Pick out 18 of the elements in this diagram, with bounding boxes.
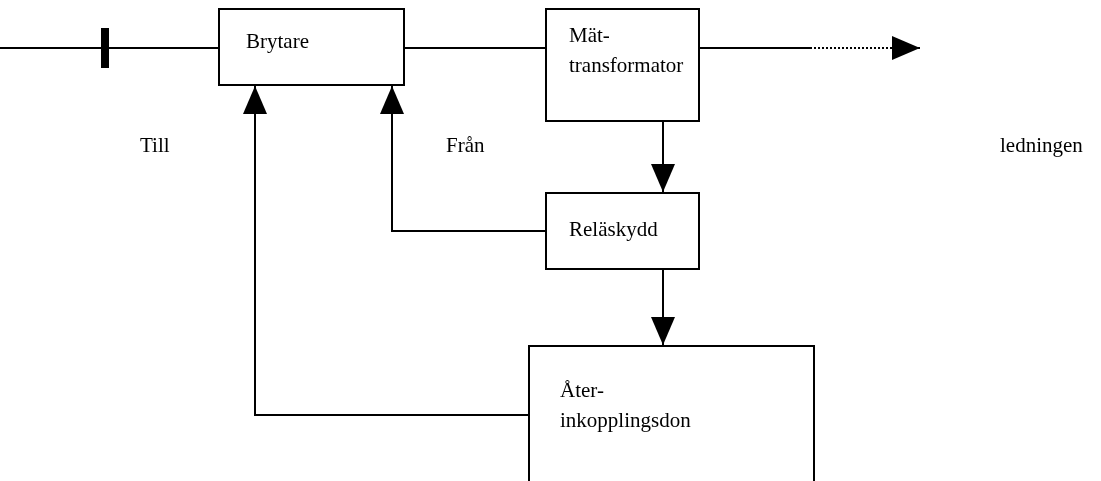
process-box [545, 192, 700, 270]
arrow [699, 36, 921, 60]
process-box [528, 345, 815, 481]
box-label: Mät- transformator [569, 22, 685, 80]
line-label: Till [140, 133, 170, 159]
arrow [380, 85, 546, 232]
line-label: ledningen [1000, 133, 1083, 159]
box-label: Åter- inkopplingsdon [560, 377, 692, 435]
arrow [651, 269, 675, 346]
process-box [218, 8, 405, 86]
connector-line [0, 47, 219, 49]
arrow [651, 121, 675, 193]
process-box [545, 8, 700, 122]
connector-line [404, 47, 546, 49]
arrow [243, 85, 529, 416]
box-label: Brytare [246, 28, 310, 55]
line-label: Från [446, 133, 485, 159]
box-label: Reläskydd [569, 216, 659, 243]
